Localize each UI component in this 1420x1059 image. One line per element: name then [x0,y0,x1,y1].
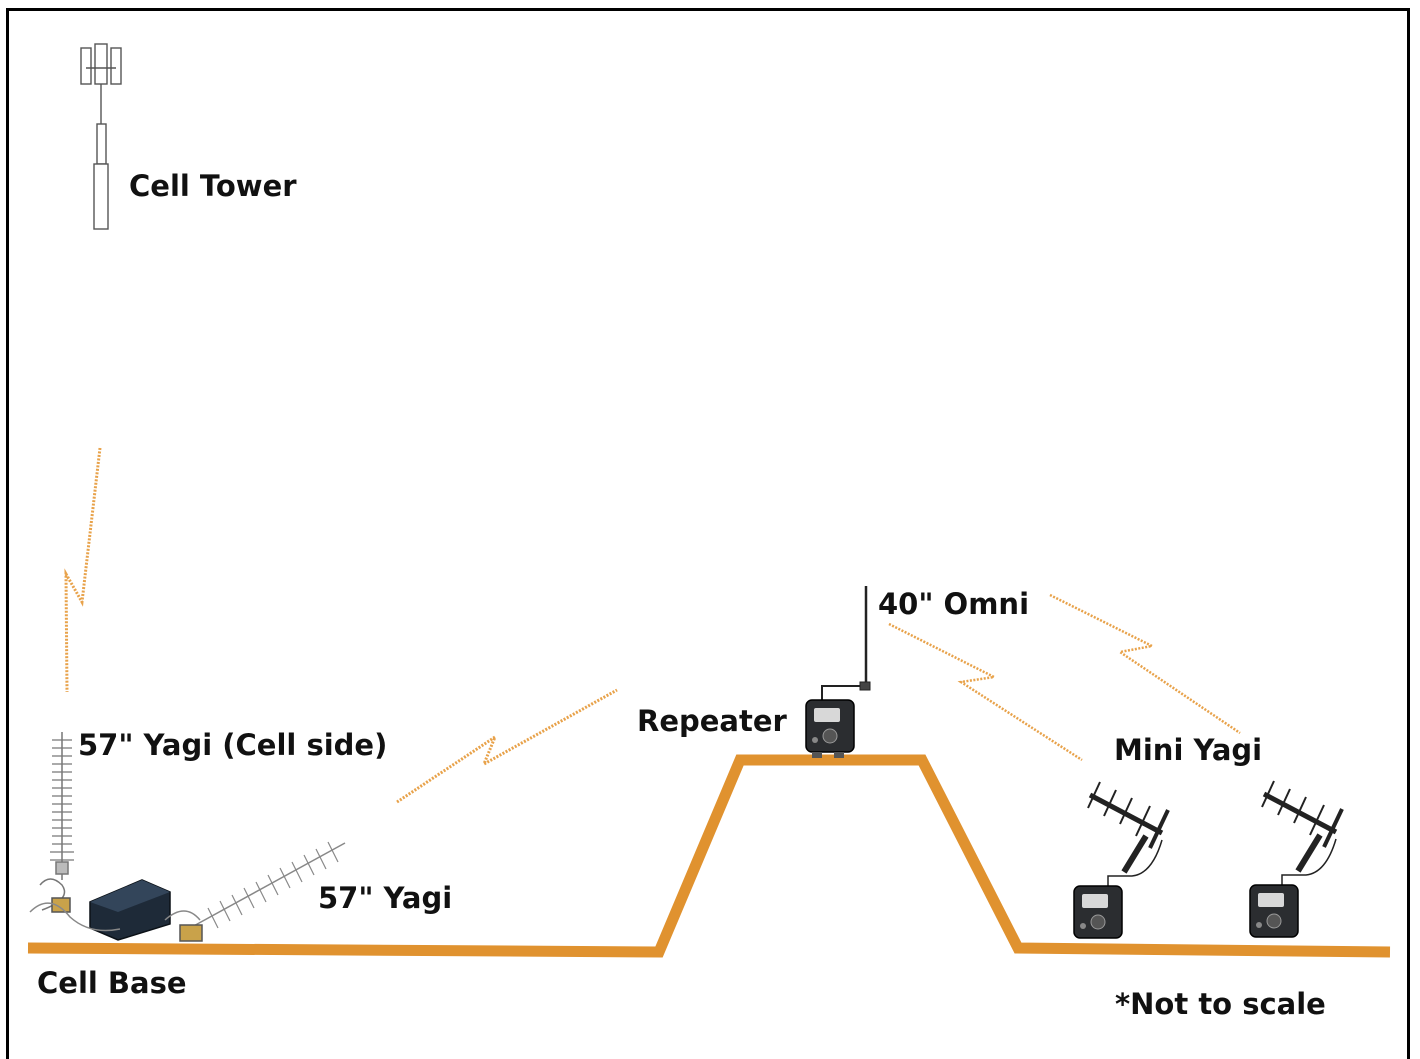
signal-omni-miniyagi-1 [888,622,1083,762]
diagram-frame [6,8,1410,1059]
mini-yagi-label: Mini Yagi [1114,733,1262,767]
mini-yagi-antenna-icon [1087,781,1170,890]
terrain-line [27,754,1391,958]
yagi-antenna-cell-side-icon [39,732,74,913]
repeater-device-icon [1249,884,1299,938]
not-to-scale-note: *Not to scale [1115,987,1326,1021]
cell-base-box-icon [29,879,201,941]
repeater-device-icon [805,699,855,758]
signal-tower-link [64,447,102,693]
yagi-antenna-icon [179,841,346,942]
mini-yagi-antenna-icon [1261,780,1344,889]
cell-tower-icon [80,43,122,230]
signal-omni-miniyagi-2 [1049,593,1241,735]
omni-label: 40" Omni [878,587,1029,621]
repeater-device-icon [1073,885,1123,939]
cell-tower-label: Cell Tower [129,169,297,203]
signal-base-repeater-link [396,688,618,804]
omni-antenna-icon [821,586,871,702]
yagi-cell-side-label: 57" Yagi (Cell side) [78,728,387,762]
repeater-label: Repeater [637,704,788,738]
cell-base-label: Cell Base [37,966,187,1000]
yagi-57-label: 57" Yagi [318,881,452,915]
